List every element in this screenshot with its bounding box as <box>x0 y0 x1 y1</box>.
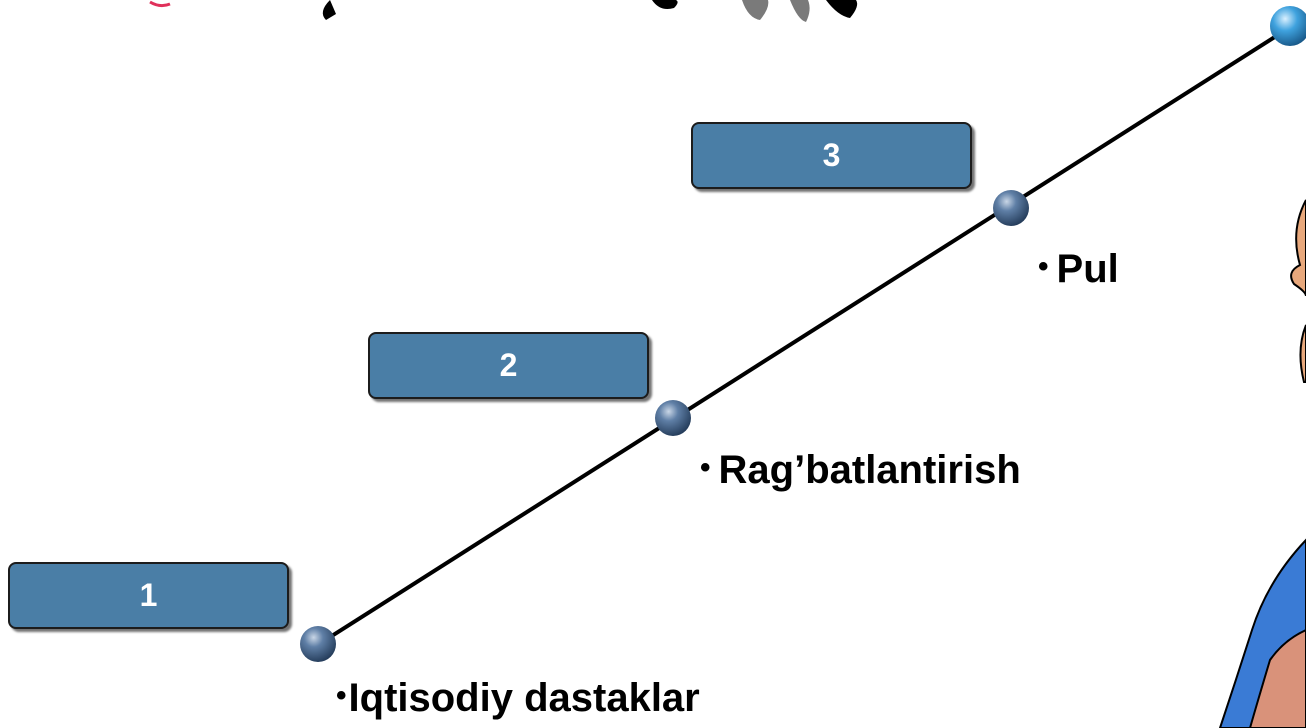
step-label-3: •Pul <box>1038 249 1119 289</box>
sphere-node-icon <box>993 190 1029 226</box>
cartoon-figure-icon <box>1218 199 1306 728</box>
decor-shapes-icon <box>149 0 858 22</box>
step-text-3: Pul <box>1056 247 1119 291</box>
step-label-1: •Iqtisodiy dastaklar <box>336 678 700 718</box>
sphere-node-icon <box>300 626 336 662</box>
bullet-icon: • <box>336 679 347 712</box>
bullet-icon: • <box>700 451 711 484</box>
step-box-3: 3 <box>691 122 972 189</box>
sphere-node-top-icon <box>1270 6 1306 46</box>
sphere-node-icon <box>655 400 691 436</box>
bullet-icon: • <box>1038 250 1049 283</box>
step-label-2: •Rag’batlantirish <box>700 450 1021 490</box>
progress-line <box>314 24 1294 648</box>
step-box-1: 1 <box>8 562 289 629</box>
step-text-2: Rag’batlantirish <box>718 448 1021 492</box>
step-text-1: Iqtisodiy dastaklar <box>348 676 700 720</box>
step-box-2: 2 <box>368 332 649 399</box>
